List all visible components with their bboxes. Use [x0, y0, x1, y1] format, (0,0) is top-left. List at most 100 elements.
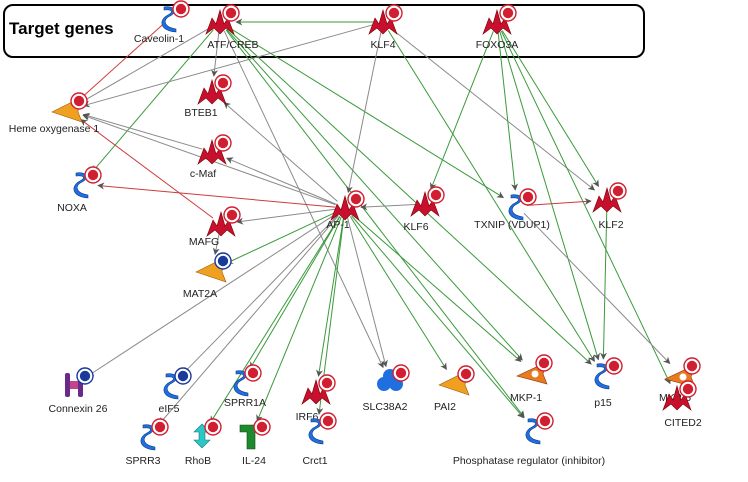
node-bteb1[interactable]: BTEB1 — [184, 74, 232, 119]
node-cited2[interactable]: CITED2 — [662, 380, 702, 429]
target-genes-title: Target genes — [9, 19, 114, 38]
node-label: PAI2 — [434, 401, 456, 413]
edge-ap1-slc38a2-binding — [347, 217, 388, 368]
node-caveolin[interactable]: Caveolin-1 — [134, 0, 190, 45]
node-sprr1a[interactable]: SPRR1A — [224, 364, 266, 409]
node-connexin[interactable]: Connexin 26 — [49, 367, 108, 415]
node-label: TXNIP (VDUP1) — [474, 219, 550, 231]
edge-atf-slc38a2-binding — [223, 30, 384, 369]
edge-ap1-phosreg-activation — [351, 215, 525, 419]
edge-klf4-heme-binding — [82, 24, 374, 108]
edge-txnip-mkp5-binding — [523, 212, 671, 365]
node-il24[interactable]: IL-24 — [239, 418, 271, 467]
node-badge-icon — [392, 364, 410, 382]
node-p15[interactable]: p15 — [594, 357, 623, 409]
node-klf4[interactable]: KLF4 — [368, 4, 403, 51]
node-badge-icon — [244, 364, 262, 382]
edge-ap1-pai2-activation — [349, 216, 447, 371]
edge-ap1-sprr3-binding — [158, 215, 339, 425]
node-foxo3a[interactable]: FOXO3A — [476, 4, 519, 51]
node-label: BTEB1 — [184, 107, 217, 119]
node-badge-icon — [385, 4, 403, 22]
node-badge-icon — [536, 412, 554, 430]
node-slc38a2[interactable]: SLC38A2 — [363, 364, 410, 413]
node-atf[interactable]: ATF/CREB — [205, 4, 259, 51]
node-label: eIF5 — [158, 403, 179, 415]
node-klf6[interactable]: KLF6 — [403, 186, 445, 233]
node-badge-icon — [318, 374, 336, 392]
edge-klf6-ap1-binding — [360, 203, 416, 211]
node-label: MAT2A — [183, 288, 217, 300]
edge-klf2-p15-activation — [600, 209, 608, 360]
node-label: KLF6 — [403, 221, 428, 233]
edge-foxo3a-p15-activation — [499, 31, 600, 361]
node-txnip[interactable]: TXNIP (VDUP1) — [474, 188, 550, 231]
edge-klf4-p15-activation — [387, 30, 595, 363]
node-label: AP-1 — [326, 219, 350, 231]
edge-atf-p15-activation — [227, 28, 592, 365]
node-phosreg[interactable]: Phosphatase regulator (inhibitor) — [453, 412, 605, 467]
node-rhob[interactable]: RhoB — [185, 418, 222, 467]
node-badge-icon — [222, 4, 240, 22]
node-badge-icon — [174, 367, 192, 385]
node-ap1[interactable]: AP-1 — [326, 190, 365, 231]
node-badge-icon — [253, 418, 271, 436]
node-eif5[interactable]: eIF5 — [158, 367, 192, 415]
node-label: Connexin 26 — [49, 403, 108, 415]
edge-foxo3a-txnip-activation — [497, 31, 519, 191]
edge-ap1-eif5-binding — [182, 214, 339, 375]
edge-ap1-cmaf-binding — [226, 157, 336, 205]
node-sprr3[interactable]: SPRR3 — [125, 418, 169, 467]
node-pai2[interactable]: PAI2 — [434, 365, 475, 413]
node-mafg[interactable]: MAFG — [189, 206, 241, 248]
node-mkp1[interactable]: MKP-1 — [510, 354, 553, 404]
node-label: SLC38A2 — [363, 401, 408, 413]
edge-ap1-mkp1-activation — [352, 214, 522, 362]
node-label: IL-24 — [242, 455, 266, 467]
node-badge-icon — [683, 357, 701, 375]
node-heme[interactable]: Heme oxygenase 1 — [9, 92, 100, 135]
node-badge-icon — [70, 92, 88, 110]
edge-ap1-irf6-activation — [316, 217, 344, 377]
node-badge-icon — [609, 182, 627, 200]
edge-ap1-sprr1a-activation — [249, 216, 341, 369]
node-label: ATF/CREB — [207, 39, 258, 51]
node-label: Crct1 — [302, 455, 327, 467]
edge-mafg-mat2a-binding — [212, 233, 220, 255]
node-label: p15 — [594, 397, 612, 409]
node-badge-icon — [214, 134, 232, 152]
edge-mafg-heme-inhibition — [80, 119, 214, 219]
node-crct1[interactable]: Crct1 — [302, 412, 337, 467]
node-label: NOXA — [57, 202, 87, 214]
edge-ap1-mafg-binding — [236, 208, 336, 225]
node-badge-icon — [427, 186, 445, 204]
node-badge-icon — [605, 357, 623, 375]
node-label: c-Maf — [190, 168, 216, 180]
node-cmaf[interactable]: c-Maf — [190, 134, 232, 180]
edge-ap1-il24-activation — [256, 217, 342, 422]
edge-ap1-connexin-binding — [86, 213, 337, 377]
node-label: FOXO3A — [476, 39, 519, 51]
node-klf2[interactable]: KLF2 — [592, 182, 627, 231]
edge-ap1-bteb1-binding — [223, 102, 338, 202]
node-noxa[interactable]: NOXA — [57, 166, 102, 214]
node-badge-icon — [347, 190, 365, 208]
node-label: CITED2 — [664, 417, 702, 429]
node-badge-icon — [151, 418, 169, 436]
node-mat2a[interactable]: MAT2A — [183, 252, 232, 300]
node-badge-icon — [214, 74, 232, 92]
edge-caveolin-heme-inhibition — [79, 24, 163, 100]
node-irf6[interactable]: IRF6 — [296, 374, 336, 423]
edge-klf4-klf2-binding — [390, 27, 596, 191]
node-label: RhoB — [185, 455, 211, 467]
edge-foxo3a-klf6-activation — [429, 31, 494, 190]
edge-foxo3a-cited2-activation — [500, 30, 671, 385]
edge-atf-noxa-activation — [91, 29, 214, 173]
edge-foxo3a-klf2-activation — [501, 30, 600, 187]
node-badge-icon — [84, 166, 102, 184]
edge-cmaf-heme-binding — [82, 112, 203, 150]
edge-ap1-mat2a-activation — [225, 211, 337, 264]
node-label: Caveolin-1 — [134, 33, 184, 45]
node-label: KLF4 — [370, 39, 395, 51]
node-badge-icon — [457, 365, 475, 383]
